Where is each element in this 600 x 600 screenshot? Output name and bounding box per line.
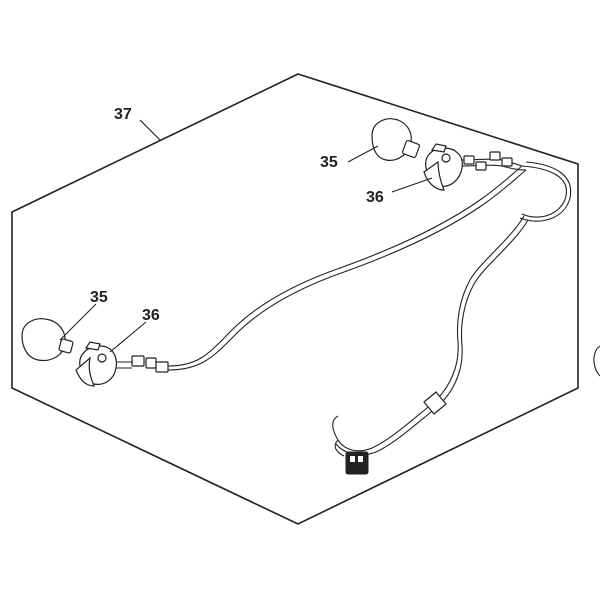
leader-36-left	[109, 321, 147, 353]
left-socket-connector	[112, 355, 169, 373]
callout-35-right: 35	[320, 154, 338, 171]
socket-left	[75, 341, 117, 387]
callout-36-left: 36	[142, 307, 160, 324]
callout-37: 37	[114, 106, 132, 123]
leader-lines	[59, 119, 433, 353]
leader-36-right	[391, 177, 433, 193]
callout-36-right: 36	[366, 189, 384, 206]
bulb-left	[21, 318, 74, 362]
kit-box-outline	[11, 73, 579, 525]
callout-35-left: 35	[90, 289, 108, 306]
partial-circle-mark	[593, 345, 600, 377]
plug-connector	[334, 439, 369, 475]
socket-right	[423, 143, 463, 191]
leader-37	[139, 119, 161, 141]
leader-35-left	[59, 303, 97, 341]
leader-35-right	[347, 145, 379, 163]
right-socket-connector	[463, 151, 513, 171]
bulb-right	[371, 118, 421, 161]
